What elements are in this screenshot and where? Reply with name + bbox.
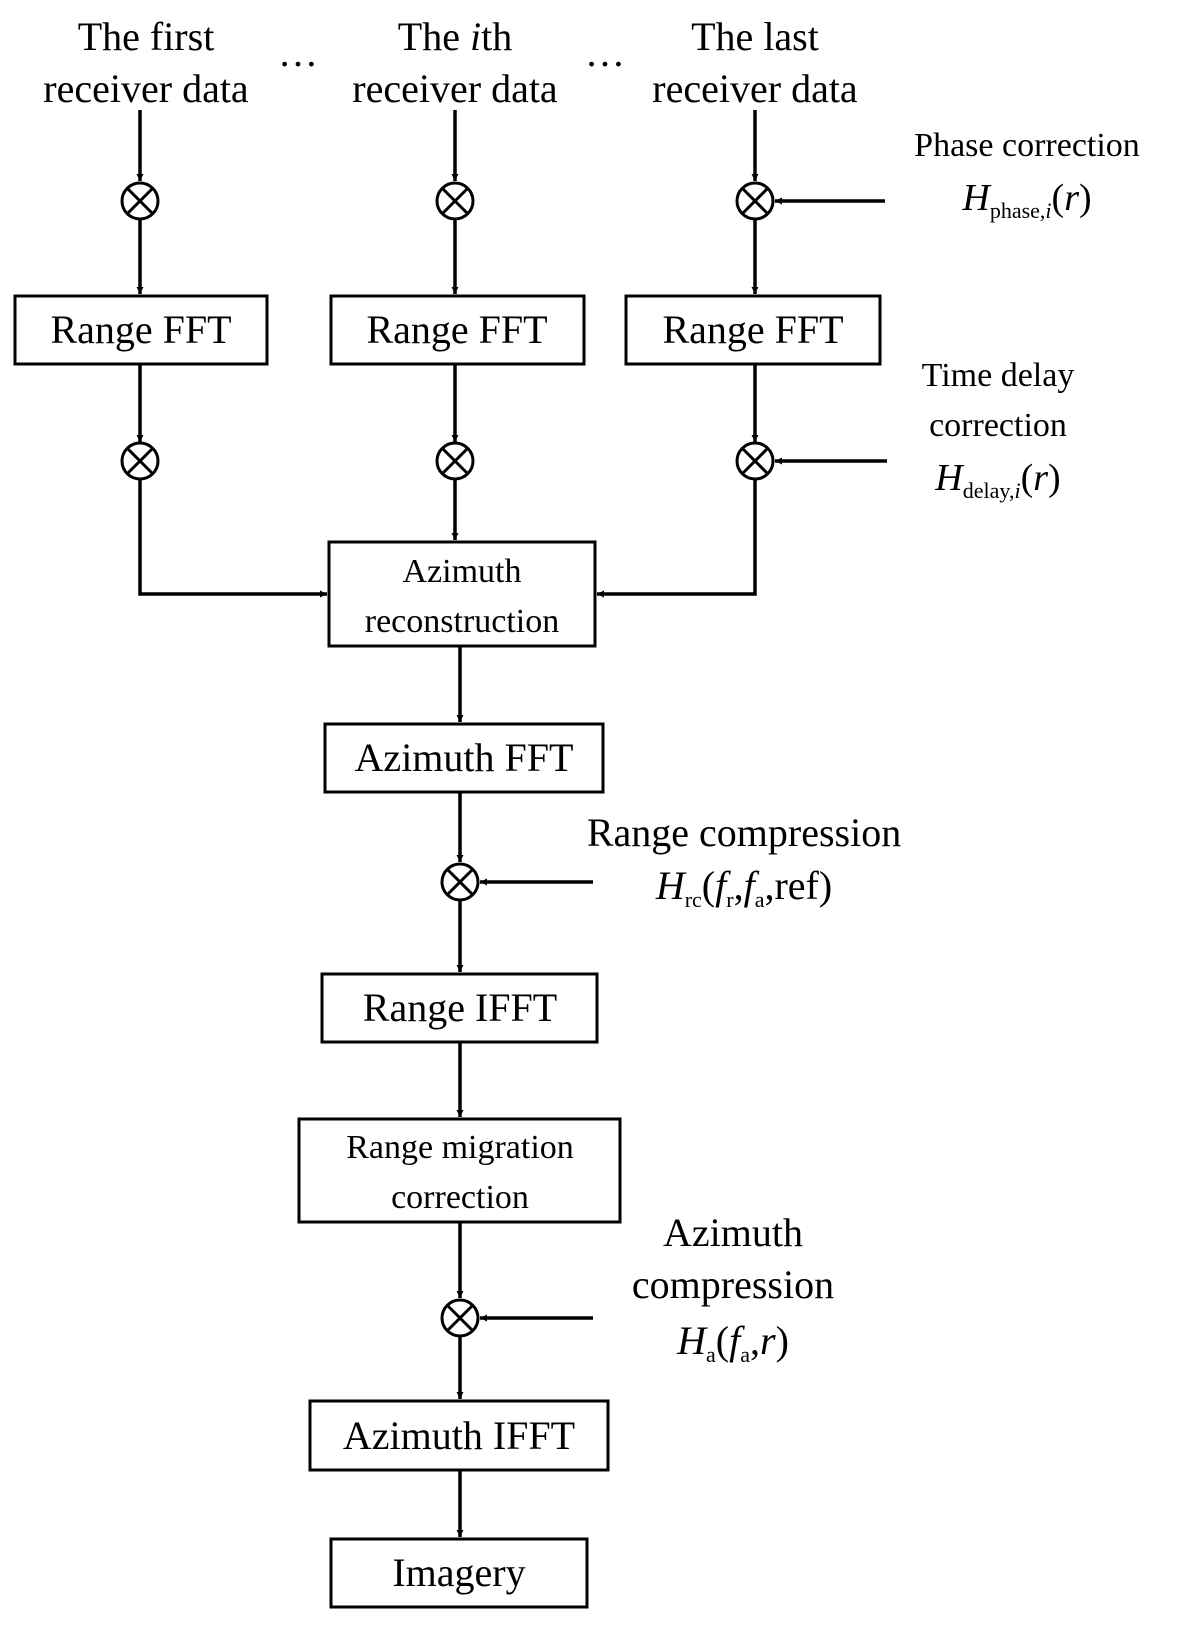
multiply-icon <box>440 1298 480 1338</box>
input-ith-line2: receiver data <box>352 66 558 111</box>
input-last-line1: The last <box>691 14 819 59</box>
imagery-label: Imagery <box>392 1550 525 1595</box>
azimuth-ifft-label: Azimuth IFFT <box>343 1413 575 1458</box>
range-compression-label: Range compression <box>587 810 901 855</box>
delay-correction-formula: Hdelay,i(r) <box>934 457 1060 503</box>
arrow-col3-to-reconstruction <box>597 479 757 598</box>
range-compression-formula: Hrc(fr,fa,ref) <box>655 863 832 912</box>
range-ifft-label: Range IFFT <box>363 985 557 1030</box>
multiply-icon <box>435 441 475 481</box>
azimuth-ifft-box: Azimuth IFFT <box>308 1399 610 1472</box>
multiply-icon <box>735 181 775 221</box>
input-first-line1: The first <box>78 14 215 59</box>
azimuth-fft-label: Azimuth FFT <box>355 735 574 780</box>
input-ith-receiver: The ith receiver data <box>352 14 558 111</box>
range-ifft-box: Range IFFT <box>320 972 599 1044</box>
input-first-receiver: The first receiver data <box>43 14 249 111</box>
azimuth-compression-formula: Ha(fa,r) <box>676 1318 789 1367</box>
range-fft-label: Range FFT <box>366 307 547 352</box>
rmc-line1: Range migration <box>346 1129 574 1166</box>
range-migration-correction-box: Range migration correction <box>297 1117 622 1224</box>
input-last-receiver: The last receiver data <box>652 14 858 111</box>
multiply-icon <box>735 441 775 481</box>
range-fft-box-1: Range FFT <box>13 294 269 366</box>
multiply-icon <box>120 181 160 221</box>
input-first-line2: receiver data <box>43 66 249 111</box>
multiply-icon <box>440 862 480 902</box>
range-fft-label: Range FFT <box>662 307 843 352</box>
input-last-line2: receiver data <box>652 66 858 111</box>
azimuth-reconstruction-box: Azimuth reconstruction <box>327 540 597 648</box>
range-fft-label: Range FFT <box>50 307 231 352</box>
phase-correction-formula: Hphase,i(r) <box>961 177 1091 223</box>
azimuth-fft-box: Azimuth FFT <box>323 722 605 794</box>
imagery-box: Imagery <box>329 1537 589 1609</box>
delay-correction-label2: correction <box>929 407 1067 444</box>
multiply-icon <box>120 441 160 481</box>
azimuth-reconstruction-line1: Azimuth <box>403 553 522 590</box>
azimuth-reconstruction-line2: reconstruction <box>365 603 560 640</box>
ellipsis-1: … <box>278 30 318 75</box>
azimuth-compression-label2: compression <box>632 1262 834 1307</box>
range-fft-box-3: Range FFT <box>624 294 882 366</box>
rmc-line2: correction <box>391 1179 529 1216</box>
phase-correction-label: Phase correction <box>914 127 1140 164</box>
ellipsis-2: … <box>585 30 625 75</box>
arrow-col1-to-reconstruction <box>138 479 327 598</box>
input-ith-line1: The ith <box>398 14 512 59</box>
multiply-icon <box>435 181 475 221</box>
azimuth-compression-label1: Azimuth <box>663 1210 803 1255</box>
delay-correction-label1: Time delay <box>922 357 1075 394</box>
range-fft-box-2: Range FFT <box>329 294 586 366</box>
